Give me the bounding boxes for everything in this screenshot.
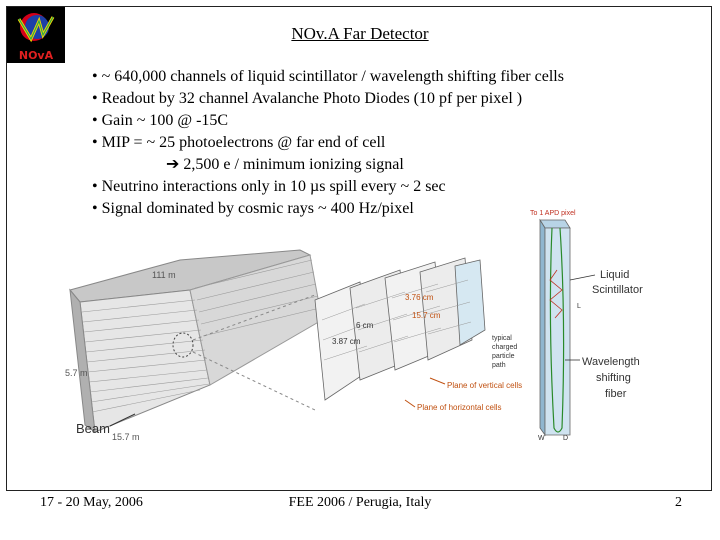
apd-label: To 1 APD pixel [530, 210, 576, 217]
shifting-label-2: shifting [596, 372, 631, 384]
cell-planes [314, 257, 486, 401]
cell-dim-4: 15.7 cm [412, 311, 441, 320]
dim-W-label: W [538, 435, 545, 442]
path-label-1: typical [492, 335, 512, 342]
bullet-cosmic: • Signal dominated by cosmic rays ~ 400 … [92, 200, 414, 217]
bullet-mip: • MIP = ~ 25 photoelectrons @ far end of… [92, 134, 386, 151]
path-label-2: charged [492, 344, 517, 351]
footer-page-number: 2 [675, 495, 682, 510]
plane-horizontal-label: Plane of horizontal cells [417, 403, 502, 412]
length-label: 111 m [152, 270, 176, 280]
bullet-interactions: • Neutrino interactions only in 10 µs sp… [92, 178, 446, 195]
vertical-plane-pointer [429, 377, 446, 385]
slide-frame [6, 6, 712, 491]
bullet-signal: ➔ 2,500 e / minimum ionizing signal [166, 156, 404, 173]
beam-arrow [109, 413, 136, 427]
liquid-label-2: Scintillator [592, 284, 643, 296]
slide-title: NOv.A Far Detector [291, 24, 429, 43]
height-label: 5.7 m [65, 368, 88, 378]
dim-L-label: L [577, 303, 581, 310]
path-label-4: path [492, 362, 506, 369]
scintillator-cell [539, 218, 571, 437]
shifting-label-3: fiber [605, 388, 627, 400]
shifting-label-1: Wavelength [582, 356, 640, 368]
footer-date: 17 - 20 May, 2006 [40, 495, 143, 510]
bullet-gain: • Gain ~ 100 @ -15C [92, 112, 229, 129]
beam-label: Beam [76, 421, 110, 436]
cell-dim-2: 6 cm [356, 321, 374, 330]
plane-vertical-label: Plane of vertical cells [447, 381, 522, 390]
logo-text: NOvA [19, 49, 54, 62]
zoom-line-top [192, 294, 316, 341]
cell-dim-1: 3.76 cm [405, 293, 434, 302]
liquid-pointer [569, 274, 596, 281]
horizontal-plane-pointer [404, 399, 416, 408]
cell-dim-3: 3.87 cm [332, 337, 361, 346]
bullet-channels: • ~ 640,000 channels of liquid scintilla… [92, 68, 564, 85]
detector-figure: 111 m 5.7 m 15.7 m Beam 3.76 cm 6 cm 3.8… [65, 210, 643, 442]
bullet-list: • ~ 640,000 channels of liquid scintilla… [92, 66, 564, 220]
detector-block [69, 249, 323, 434]
nova-logo: NOvA [7, 7, 65, 63]
zoom-line-bottom [192, 351, 316, 411]
bullet-readout: • Readout by 32 channel Avalanche Photo … [92, 90, 523, 107]
dim-D-label: D [563, 435, 568, 442]
footer-venue: FEE 2006 / Perugia, Italy [288, 495, 432, 510]
path-label-3: particle [492, 353, 515, 360]
width-label: 15.7 m [112, 432, 140, 442]
liquid-label-1: Liquid [600, 269, 629, 281]
